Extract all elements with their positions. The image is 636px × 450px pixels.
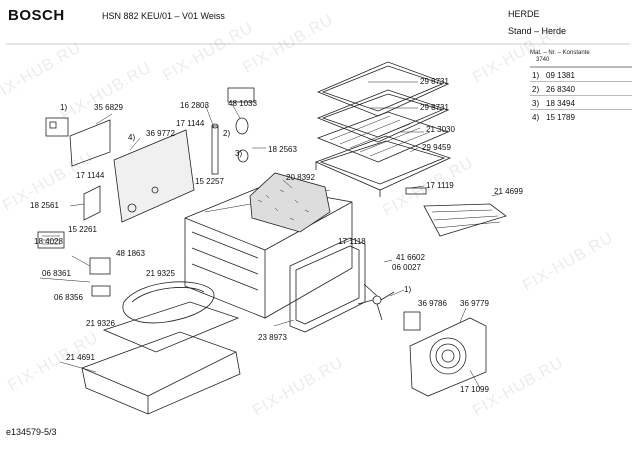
part-callout: 06 0027 [392, 263, 421, 272]
wire-rack [316, 111, 450, 163]
fan-motor [403, 311, 421, 331]
part-callout: 48 1033 [228, 99, 257, 108]
part-callout: 21 9325 [146, 269, 175, 278]
legend-index: 4) [532, 113, 540, 122]
legend-head-code: 3740 [536, 57, 550, 63]
part-callout: 2) [223, 129, 231, 138]
side-bracket [83, 185, 101, 221]
part-callout: 21 4691 [66, 353, 95, 362]
drawing-id: e134579-5/3 [6, 427, 57, 437]
part-callout: 4) [128, 133, 136, 142]
part-callout: 48 1863 [116, 249, 145, 258]
legend-table: Mat. – Nr. – Konstante 3740 1) 09 1381 2… [530, 50, 632, 123]
part-callout: 1) [60, 103, 68, 112]
part-callout: 35 6829 [94, 103, 123, 112]
part-callout: 15 2257 [195, 177, 224, 186]
part-callout: 16 2803 [180, 101, 209, 110]
legend-row: 3) 18 3494 [530, 95, 632, 109]
appliance-subtype: Stand – Herde [508, 26, 567, 36]
part-callout: 29 8731 [420, 103, 449, 112]
legend-index: 1) [532, 71, 540, 80]
oven-light [227, 87, 255, 163]
part-callout: 36 9786 [418, 299, 447, 308]
legend-row: 4) 15 1789 [530, 109, 632, 123]
grill-element [405, 187, 507, 237]
lower-heating-element [122, 281, 215, 324]
rear-insulation [249, 172, 331, 233]
legend-row: 1) 09 1381 [530, 67, 632, 81]
part-callout: 15 2261 [68, 225, 97, 234]
part-callout: 18 2561 [30, 201, 59, 210]
appliance-type: HERDE [508, 9, 540, 19]
part-callout: 23 8973 [258, 333, 287, 342]
part-callout: 29 8731 [420, 77, 449, 86]
legend-number: 09 1381 [546, 71, 575, 80]
part-callout: 20 8392 [286, 173, 315, 182]
deep-tray [314, 135, 452, 197]
part-callout: 17 1118 [338, 237, 366, 246]
legend-number: 18 3494 [546, 99, 575, 108]
part-callout: 17 1144 [176, 119, 205, 128]
part-callout: 3) [235, 149, 243, 158]
legend-number: 26 8340 [546, 85, 575, 94]
part-callout: 18 4028 [34, 237, 63, 246]
door-seal [289, 237, 366, 333]
part-callout: 17 1119 [426, 181, 454, 190]
terminal-small [89, 257, 111, 297]
brand-logo: BOSCH [8, 7, 65, 24]
bottom-plate [102, 301, 240, 353]
selector-switch [45, 117, 69, 137]
part-callout: 17 1144 [76, 171, 105, 180]
base-frame [81, 331, 241, 415]
legend-head: Mat. – Nr. – Konstante [530, 50, 590, 56]
part-callout: 1) [404, 285, 412, 294]
fan-cover [409, 317, 487, 397]
part-callout: 21 3030 [426, 125, 455, 134]
part-callout: 29 9459 [422, 143, 451, 152]
part-callout: 36 9779 [460, 299, 489, 308]
part-callout: 18 2563 [268, 145, 297, 154]
terminal-block [37, 231, 65, 249]
legend-index: 3) [532, 99, 540, 108]
part-callout: 36 9772 [146, 129, 175, 138]
part-callout: 06 8356 [54, 293, 83, 302]
legend-row: 2) 26 8340 [530, 81, 632, 95]
model-title: HSN 882 KEU/01 – V01 Weiss [102, 11, 225, 21]
part-callout: 17 1099 [460, 385, 489, 394]
part-callout: 21 9326 [86, 319, 115, 328]
part-callout: 21 4699 [494, 187, 523, 196]
leader-lines [39, 81, 501, 389]
baking-tray-middle [316, 89, 450, 143]
thermostat-rod [211, 123, 219, 175]
control-panel [69, 119, 195, 223]
part-callout: 41 6602 [396, 253, 425, 262]
legend-number: 15 1789 [546, 113, 575, 122]
fan-blade [357, 283, 395, 321]
part-callout: 06 8361 [42, 269, 71, 278]
legend-index: 2) [532, 85, 540, 94]
